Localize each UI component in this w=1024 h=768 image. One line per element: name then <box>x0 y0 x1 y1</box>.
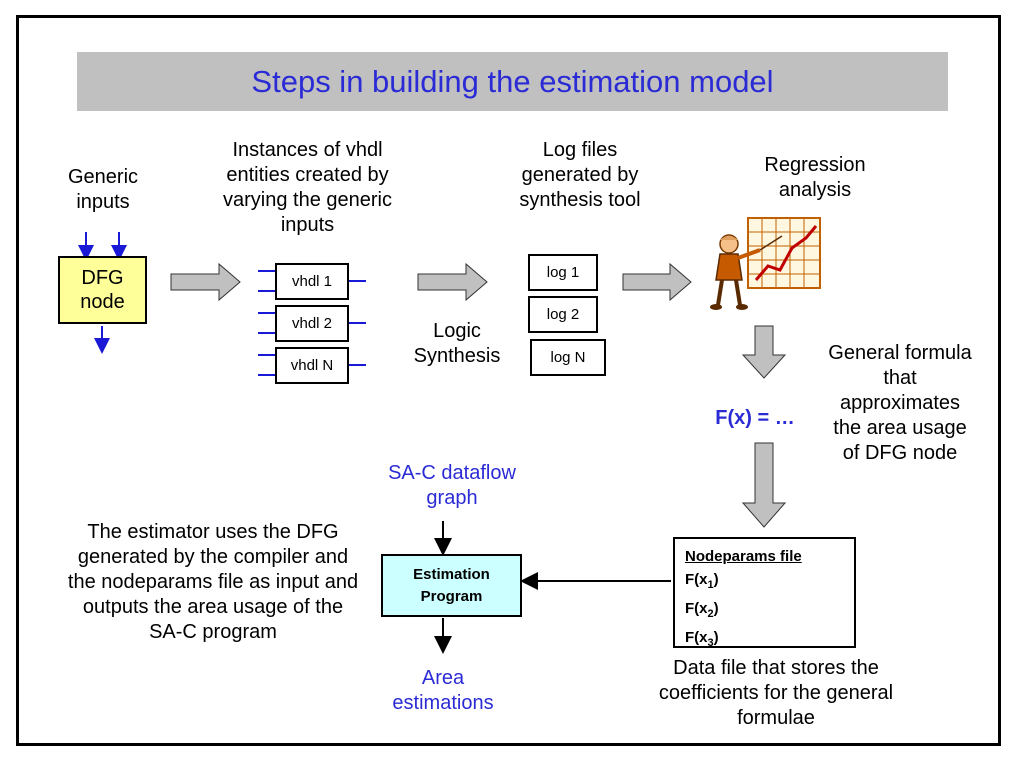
log-box-n: log N <box>530 339 606 376</box>
logic-synthesis-label: Logic Synthesis <box>413 320 501 367</box>
generic-inputs-label: Generic inputs <box>67 166 139 213</box>
vhdl-box-n-label: vhdl N <box>290 357 334 374</box>
nodeparams-entry: F(x2) <box>685 600 719 620</box>
nodeparams-box: Nodeparams file F(x1) F(x2) F(x3) <box>673 537 856 649</box>
fx-label: F(x) = … <box>715 407 795 429</box>
general-formula-label: General formula that approximates the ar… <box>828 342 972 464</box>
block-arrow-down-2 <box>741 442 787 528</box>
vhdl-box-1-label: vhdl 1 <box>291 273 333 290</box>
data-file-description: Data file that stores the coefficients f… <box>658 657 894 729</box>
nodeparams-entry: F(x3) <box>685 629 719 649</box>
estimation-program-label: Estimation Program <box>413 565 490 605</box>
vhdl-box-1: vhdl 1 <box>275 263 349 300</box>
block-arrow-1 <box>170 262 241 302</box>
log-box-2: log 2 <box>528 296 598 333</box>
sac-graph-label: SA-C dataflow graph <box>388 462 516 509</box>
vhdl-box-2: vhdl 2 <box>275 305 349 342</box>
regression-label: Regression analysis <box>764 154 866 201</box>
vhdl-box-n: vhdl N <box>275 347 349 384</box>
vhdl-connectors <box>258 270 366 376</box>
log-box-1-label: log 1 <box>546 264 580 281</box>
vhdl-box-2-label: vhdl 2 <box>291 315 333 332</box>
block-arrow-3 <box>622 262 692 302</box>
title-bar: Steps in building the estimation model <box>77 52 948 111</box>
estimator-description: The estimator uses the DFG generated by … <box>67 521 359 643</box>
area-estimations-label: Area estimations <box>392 667 494 714</box>
block-arrow-down-1 <box>741 325 787 379</box>
log-box-2-label: log 2 <box>546 306 580 323</box>
estimation-program-box: Estimation Program <box>381 554 522 617</box>
nodeparams-header: Nodeparams file <box>685 548 802 565</box>
dfg-node-box: DFG node <box>58 256 147 324</box>
log-box-1: log 1 <box>528 254 598 291</box>
nodeparams-entry: F(x1) <box>685 571 719 591</box>
block-arrow-2 <box>417 262 488 302</box>
log-box-n-label: log N <box>550 349 586 366</box>
dfg-node-label: DFG node <box>80 267 125 313</box>
slide-frame <box>16 15 1001 746</box>
log-files-label: Log files generated by synthesis tool <box>519 139 641 211</box>
instances-label: Instances of vhdl entities created by va… <box>223 139 392 236</box>
person-pointing-at-chart-icon <box>710 217 821 310</box>
slide-title: Steps in building the estimation model <box>251 63 774 99</box>
